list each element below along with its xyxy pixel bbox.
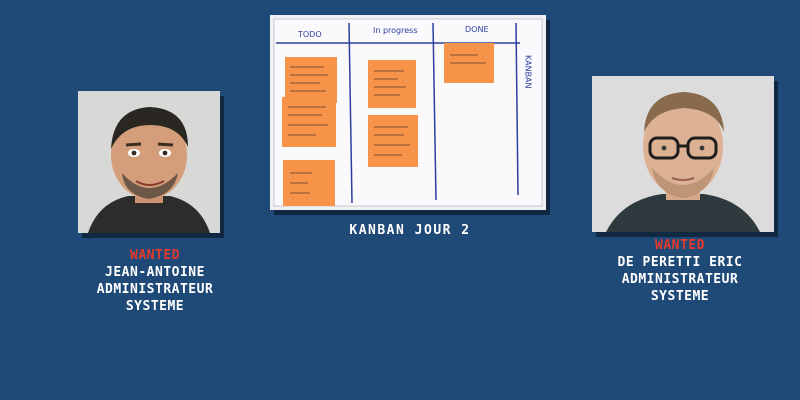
portrait-jean-antoine (78, 91, 220, 233)
board-side-label: KANBAN (524, 55, 533, 89)
person-role-line2: SYSTEME (650, 289, 710, 304)
sticky-note (368, 115, 418, 167)
sticky-note (368, 60, 416, 108)
wanted-badge: WANTED (130, 248, 180, 263)
wanted-badge: WANTED (655, 238, 705, 253)
caption-left-person: WANTED JEAN-ANTOINE ADMINISTRATEUR SYSTE… (70, 247, 240, 315)
kanban-board-image: TODO In progress DONE KANBAN (270, 15, 546, 210)
person-role-line1: ADMINISTRATEUR (621, 272, 739, 287)
person-role-line2: SYSTEME (125, 299, 185, 314)
column-done-label: DONE (465, 25, 489, 34)
person-name: DE PERETTI ERIC (617, 255, 743, 270)
column-in-progress-label: In progress (373, 26, 418, 35)
portrait-image (78, 91, 220, 233)
person-name: JEAN-ANTOINE (105, 265, 205, 280)
person-role-line1: ADMINISTRATEUR (96, 282, 214, 297)
caption-right-person: WANTED DE PERETTI ERIC ADMINISTRATEUR SY… (585, 237, 775, 305)
portrait-de-peretti-eric (592, 76, 774, 232)
portrait-image (592, 76, 774, 232)
kanban-board-photo: TODO In progress DONE KANBAN (270, 15, 546, 210)
board-caption: KANBAN JOUR 2 (349, 223, 471, 238)
sticky-note (285, 57, 337, 103)
sticky-note (282, 97, 336, 147)
column-todo-label: TODO (297, 30, 322, 39)
